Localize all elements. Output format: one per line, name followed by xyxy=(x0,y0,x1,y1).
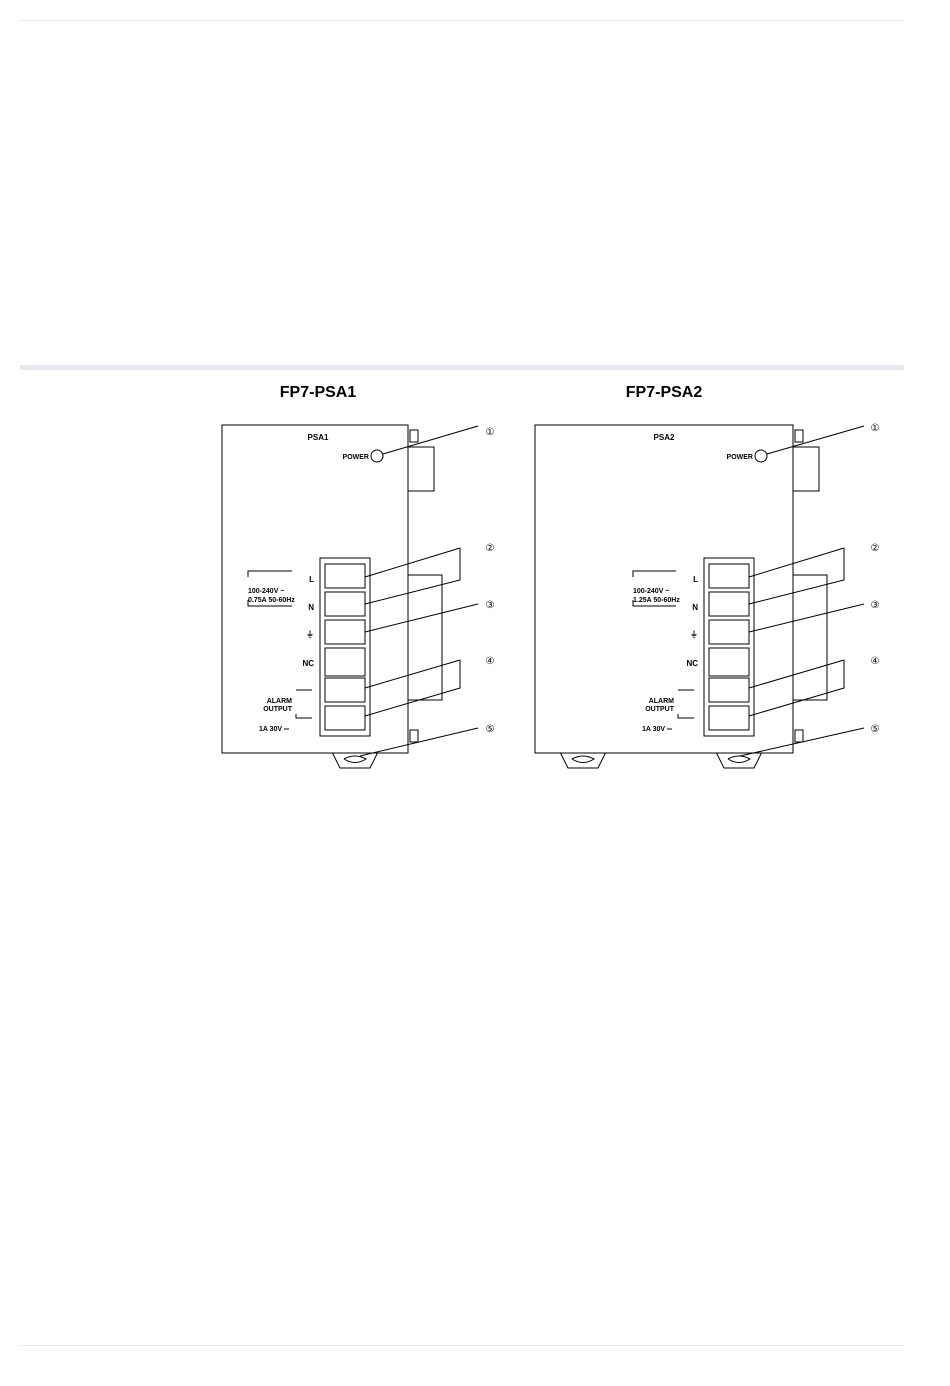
top-clip xyxy=(795,430,803,442)
din-hook-right-slot xyxy=(728,756,750,763)
terminal-l-label: L xyxy=(693,575,698,584)
side-rail xyxy=(793,575,827,700)
voltage-line-2: 0.75A 50-60Hz xyxy=(248,597,295,604)
alarm-rating: 1A 30V ═ xyxy=(642,726,672,733)
terminal-n-label: N xyxy=(692,603,698,612)
model-label: PSA1 xyxy=(308,433,329,442)
top-clip xyxy=(410,430,418,442)
title-fp7-psa1: FP7-PSA1 xyxy=(280,384,357,401)
power-label: POWER xyxy=(343,454,369,461)
din-hook-left-slot xyxy=(572,756,594,763)
title-fp7-psa2: FP7-PSA2 xyxy=(626,384,703,401)
din-hook-slot xyxy=(344,756,366,763)
bottom-clip xyxy=(410,730,418,742)
alarm-rating: 1A 30V ═ xyxy=(259,726,289,733)
callout-2: ② xyxy=(871,543,880,554)
power-supply-diagram: FP7-PSA1 FP7-PSA2 xyxy=(0,370,950,790)
unit-psa2 xyxy=(535,425,864,768)
callout-5: ⑤ xyxy=(871,724,880,735)
voltage-line-1: 100-240V ~ xyxy=(248,588,284,595)
callout-3: ③ xyxy=(871,600,880,611)
power-label: POWER xyxy=(727,454,753,461)
callout-4: ④ xyxy=(871,656,880,667)
terminal-nc-label: NC xyxy=(302,659,314,668)
callout-1: ① xyxy=(871,423,880,434)
terminal-block xyxy=(320,558,370,736)
terminal-block xyxy=(704,558,754,736)
din-hook-right xyxy=(716,752,762,768)
model-label: PSA2 xyxy=(654,433,675,442)
bottom-clip xyxy=(795,730,803,742)
terminal-n-label: N xyxy=(308,603,314,612)
callout-4: ④ xyxy=(486,656,495,667)
side-latch xyxy=(793,447,819,491)
ground-icon: ⏚ xyxy=(690,630,698,639)
footer-rule xyxy=(20,1345,904,1346)
callout-1: ① xyxy=(486,427,495,438)
din-hook xyxy=(332,752,378,768)
side-rail xyxy=(408,575,442,700)
callout-2: ② xyxy=(486,543,495,554)
alarm-label-2: OUTPUT xyxy=(645,706,675,713)
din-hook-left xyxy=(560,752,606,768)
terminal-nc-label: NC xyxy=(686,659,698,668)
callout-3: ③ xyxy=(486,600,495,611)
side-latch xyxy=(408,447,434,491)
terminal-l-label: L xyxy=(309,575,314,584)
ground-icon: ⏚ xyxy=(306,630,314,639)
voltage-line-2: 1.25A 50-60Hz xyxy=(633,597,680,604)
alarm-label-1: ALARM xyxy=(267,698,292,705)
alarm-label-2: OUTPUT xyxy=(263,706,293,713)
alarm-label-1: ALARM xyxy=(649,698,674,705)
header-rule xyxy=(20,20,904,21)
voltage-line-1: 100-240V ~ xyxy=(633,588,669,595)
callout-5: ⑤ xyxy=(486,724,495,735)
